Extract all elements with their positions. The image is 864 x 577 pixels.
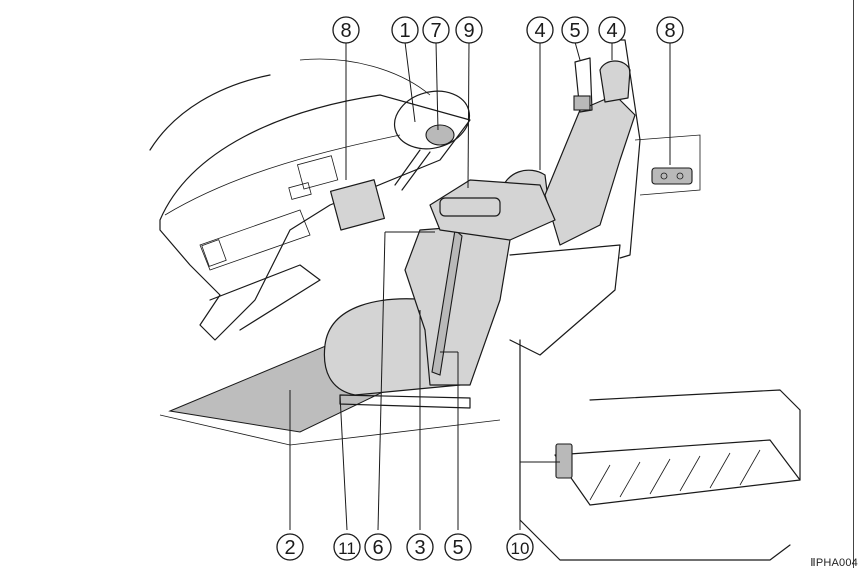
vent-side (201, 239, 227, 267)
audio-panel (296, 155, 339, 190)
callout-top-3: 7 (422, 16, 450, 44)
callout-number: 10 (511, 539, 530, 558)
callout-top-8: 8 (656, 16, 684, 44)
callout-number: 3 (414, 537, 425, 559)
callout-number: 9 (463, 20, 474, 42)
callout-number: 8 (664, 20, 675, 42)
power-outlet-cargo (555, 443, 573, 479)
callout-number: 4 (606, 20, 617, 42)
driver-seat-back (544, 94, 636, 246)
cargo-wall (519, 339, 791, 561)
dashboard-lower (209, 264, 321, 331)
windshield-edge (299, 58, 431, 96)
seat-belt (431, 228, 463, 376)
callout-bottom-6: 10 (506, 533, 534, 561)
dashboard (159, 94, 471, 341)
callout-bottom-2: 11 (333, 533, 361, 561)
glovebox (199, 209, 311, 271)
vent-center (288, 182, 312, 200)
callout-bottom-1: 2 (276, 533, 304, 561)
dashboard-top-edge (164, 134, 401, 216)
callout-top-2: 1 (391, 16, 419, 44)
callout-number: 5 (452, 537, 463, 559)
leader-lines (289, 41, 671, 531)
outlet-socket-a (660, 172, 668, 180)
callout-number: 7 (430, 20, 441, 42)
callout-bottom-5: 5 (444, 533, 472, 561)
callout-top-7: 4 (598, 16, 626, 44)
steering-hub (425, 124, 455, 146)
belt-anchor (574, 57, 593, 113)
callout-top-6: 5 (561, 16, 589, 44)
driver-headrest (599, 60, 631, 103)
console-box (439, 197, 501, 217)
cargo-rear-wall (589, 389, 801, 481)
steering-wheel (393, 90, 471, 150)
callout-number: 1 (399, 20, 410, 42)
callout-bottom-4: 3 (406, 533, 434, 561)
callout-number: 2 (284, 537, 295, 559)
floor-line (509, 244, 621, 356)
cargo-ribs (589, 449, 761, 501)
callout-top-5: 4 (526, 16, 554, 44)
callout-top-4: 9 (455, 16, 483, 44)
floor-edge-left (159, 414, 291, 446)
belt-buckle (573, 95, 591, 111)
outlet-socket-b (676, 172, 684, 180)
callout-number: 6 (372, 537, 383, 559)
callout-number: 4 (534, 20, 545, 42)
power-outlet-right (651, 167, 693, 185)
callout-number: 8 (340, 20, 351, 42)
callout-number: 11 (338, 539, 356, 558)
steering-column (394, 149, 431, 191)
side-panel (634, 134, 701, 196)
figure-code: ⅡPHA004 (810, 557, 858, 569)
diagram-frame (853, 0, 854, 568)
callout-bottom-3: 6 (364, 533, 392, 561)
callout-number: 5 (569, 20, 580, 42)
floor-edge-mid (289, 419, 501, 446)
a-pillar (149, 74, 271, 151)
cargo-floor (554, 439, 801, 506)
callout-top-1: 8 (332, 16, 360, 44)
center-console (329, 179, 385, 231)
